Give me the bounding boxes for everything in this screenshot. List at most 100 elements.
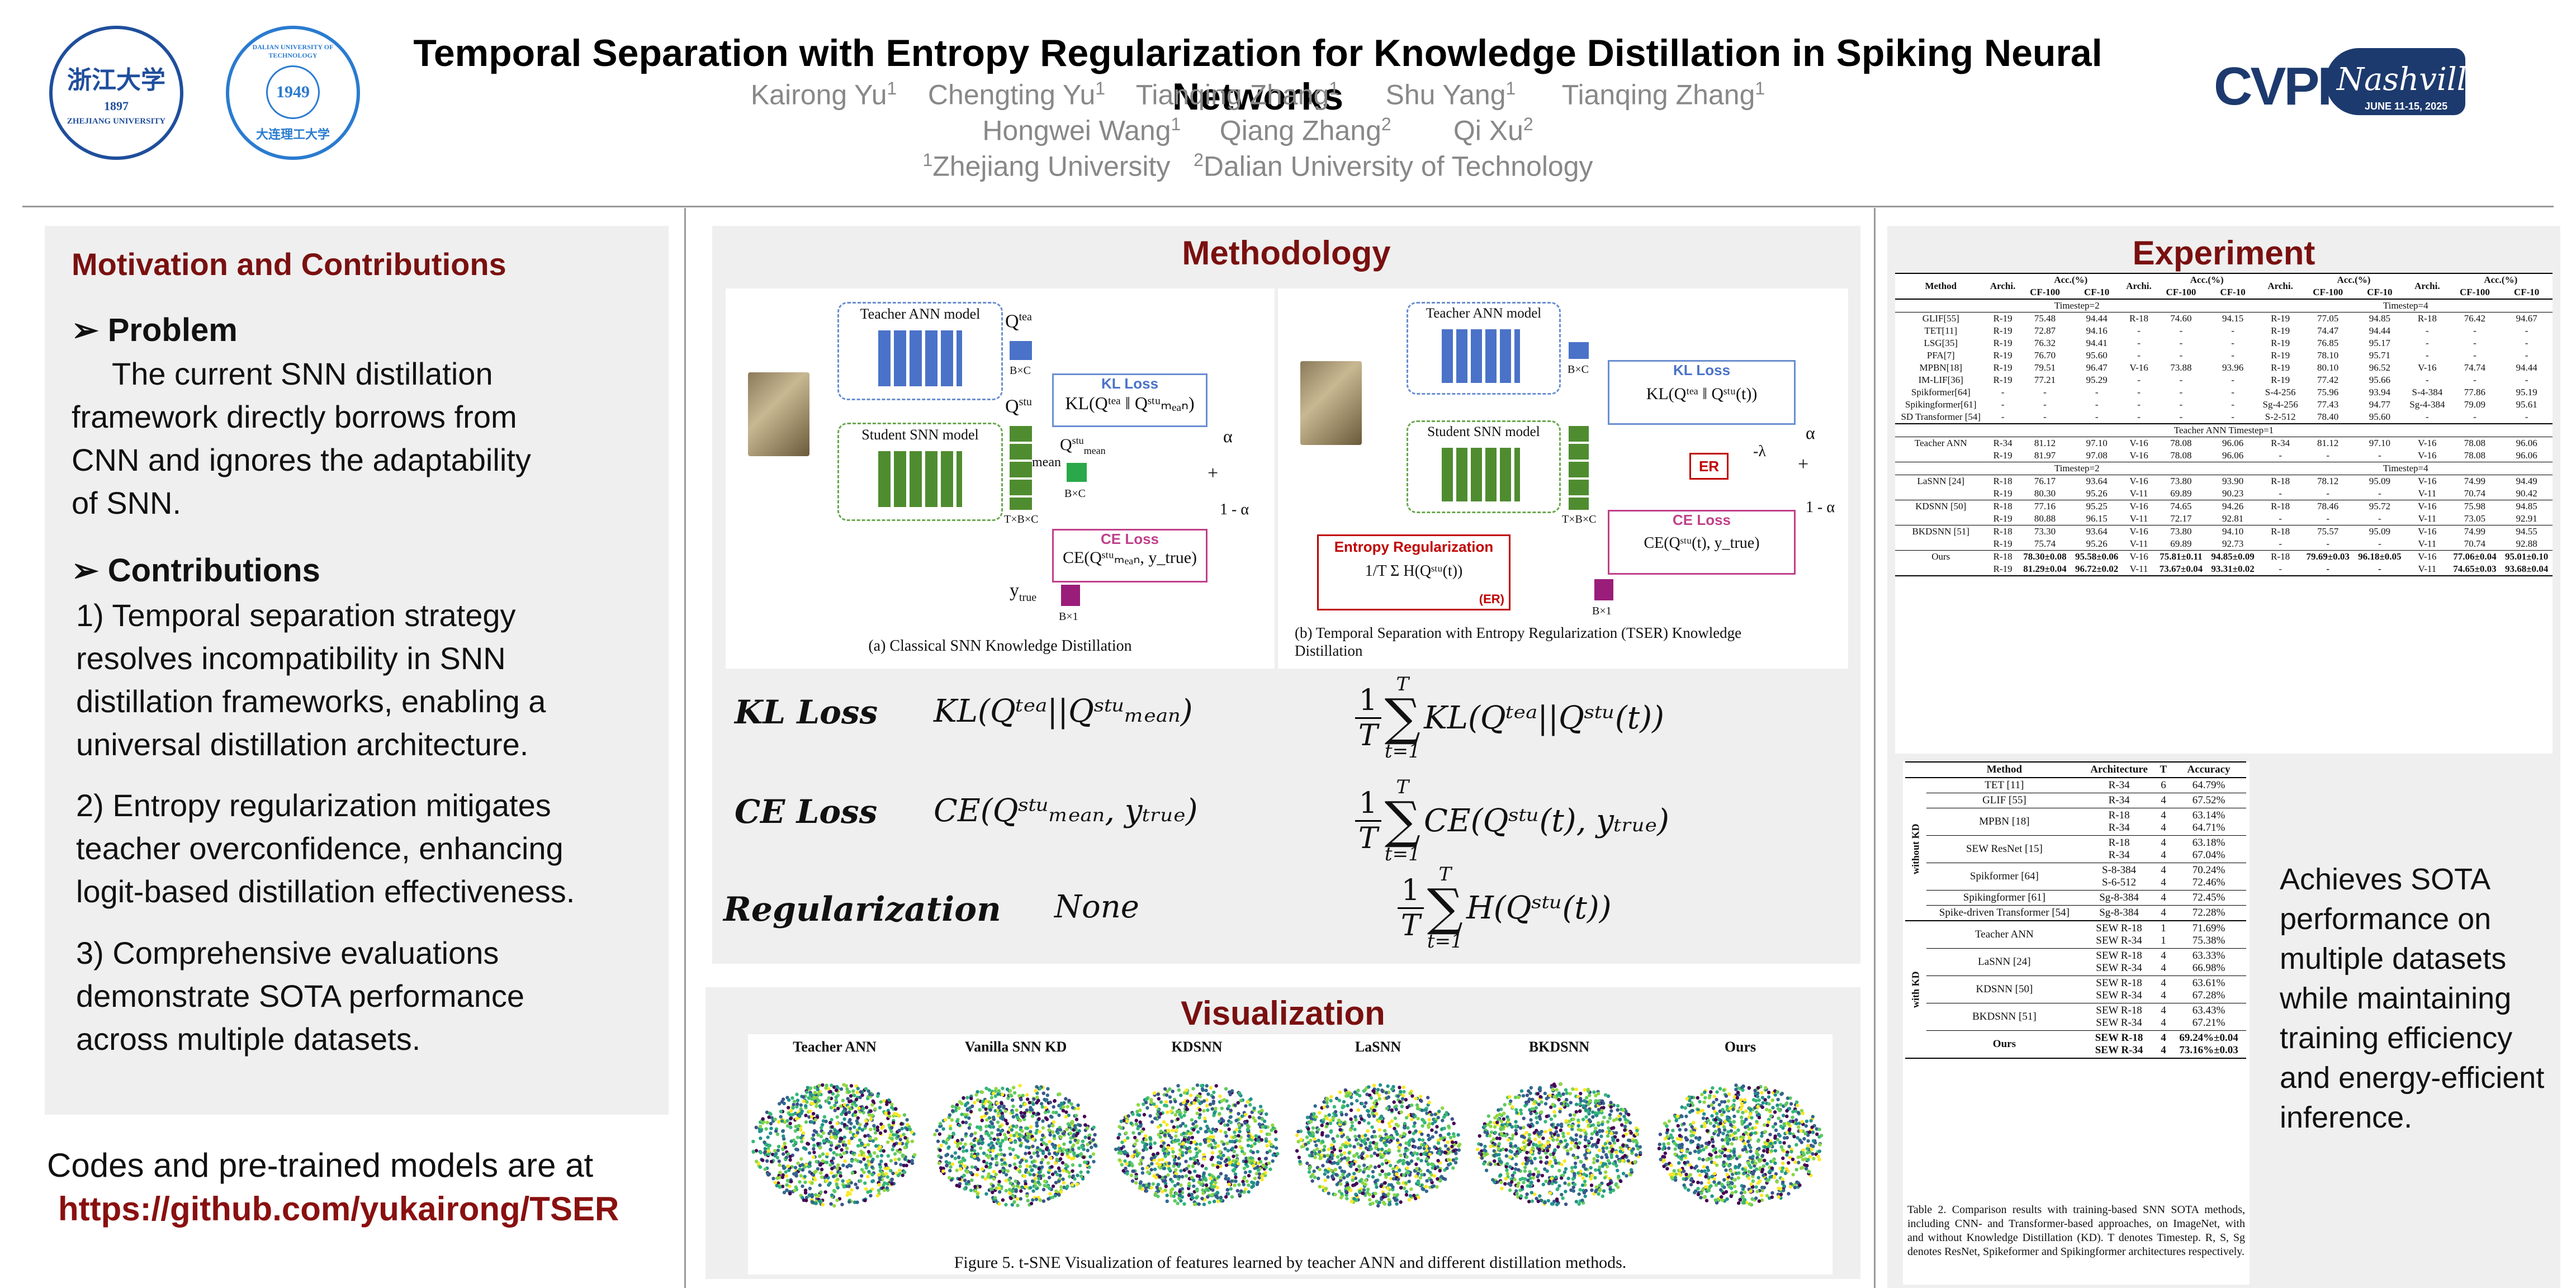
- tsne-point: [1026, 1132, 1030, 1136]
- tsne-point: [1527, 1133, 1532, 1137]
- tsne-point: [965, 1170, 969, 1174]
- tsne-point: [935, 1129, 939, 1133]
- tsne-point: [1147, 1182, 1151, 1186]
- tsne-point: [1009, 1133, 1013, 1138]
- tsne-point: [1402, 1186, 1407, 1190]
- tsne-point: [1710, 1160, 1714, 1164]
- tsne-point: [987, 1088, 991, 1092]
- tsne-point: [775, 1183, 779, 1188]
- tsne-point: [905, 1142, 908, 1146]
- tsne-point: [763, 1167, 767, 1171]
- tsne-point: [1549, 1131, 1553, 1135]
- tsne-point: [1375, 1142, 1379, 1145]
- tsne-point: [902, 1170, 907, 1174]
- tsne-point: [1054, 1181, 1058, 1185]
- tsne-point: [1346, 1104, 1349, 1107]
- tsne-point: [1741, 1187, 1745, 1191]
- tsne-point: [1155, 1162, 1159, 1166]
- tsne-point: [1421, 1138, 1425, 1142]
- tsne-point: [892, 1133, 896, 1137]
- tsne-point: [1582, 1128, 1586, 1132]
- tsne-point: [1031, 1102, 1035, 1106]
- tsne-point: [1034, 1088, 1038, 1093]
- tsne-point: [1631, 1139, 1636, 1143]
- tsne-point: [1407, 1113, 1411, 1117]
- tsne-point: [1317, 1176, 1320, 1181]
- tsne-point: [1347, 1151, 1351, 1155]
- tsne-point: [1141, 1156, 1145, 1160]
- tsne-scatter: [1475, 1082, 1642, 1206]
- tsne-point: [755, 1159, 759, 1163]
- tsne-point: [1184, 1174, 1188, 1178]
- tsne-point: [1275, 1146, 1278, 1150]
- tsne-point: [845, 1126, 849, 1130]
- tsne-point: [891, 1148, 894, 1152]
- ce-loss-title: CE Loss: [1100, 531, 1159, 547]
- tsne-point: [938, 1121, 943, 1126]
- tsne-point: [1329, 1146, 1334, 1150]
- tsne-point: [1321, 1185, 1325, 1189]
- tsne-point: [1740, 1101, 1744, 1106]
- tsne-point: [1729, 1129, 1733, 1133]
- tsne-point: [806, 1086, 809, 1090]
- tsne-point: [1134, 1119, 1138, 1123]
- tsne-point: [1237, 1123, 1241, 1127]
- tsne-point: [1564, 1088, 1568, 1092]
- tsne-point: [877, 1183, 881, 1187]
- tsne-point: [1016, 1115, 1020, 1120]
- tsne-point: [894, 1161, 898, 1166]
- tsne-point: [1381, 1090, 1385, 1093]
- tsne-point: [1573, 1144, 1577, 1148]
- tsne-point: [1419, 1099, 1423, 1103]
- tsne-point: [1227, 1104, 1231, 1108]
- tsne-point: [1011, 1098, 1015, 1102]
- tsne-point: [1149, 1098, 1153, 1102]
- tsne-point: [1608, 1116, 1612, 1120]
- tsne-point: [847, 1090, 851, 1094]
- author: Tianqing Zhang: [1135, 79, 1329, 111]
- tsne-point: [958, 1177, 962, 1181]
- tsne-point: [1247, 1173, 1251, 1178]
- tsne-point: [1181, 1153, 1185, 1157]
- tsne-point: [1205, 1124, 1209, 1129]
- tsne-point: [869, 1128, 873, 1131]
- tsne-point: [1325, 1097, 1329, 1101]
- tsne-point: [1497, 1153, 1501, 1157]
- tsne-point: [804, 1196, 809, 1200]
- tsne-point: [1351, 1178, 1355, 1182]
- tsne-point: [1796, 1136, 1800, 1140]
- tsne-point: [835, 1146, 839, 1150]
- tsne-point: [979, 1134, 983, 1139]
- tsne-point: [1203, 1119, 1208, 1123]
- tsne-point: [1404, 1149, 1408, 1153]
- tsne-point: [1797, 1161, 1801, 1164]
- tsne-point: [1441, 1119, 1445, 1123]
- tsne-point: [893, 1158, 897, 1162]
- tsne-point: [793, 1129, 797, 1133]
- tsne-point: [886, 1140, 890, 1144]
- tsne-point: [1729, 1194, 1733, 1198]
- tsne-point: [1505, 1168, 1509, 1172]
- tsne-point: [1670, 1172, 1675, 1176]
- tsne-point: [1062, 1142, 1066, 1146]
- tsne-point: [828, 1121, 832, 1125]
- tsne-point: [1555, 1197, 1559, 1201]
- tsne-point: [1597, 1107, 1601, 1112]
- tsne-point: [1044, 1155, 1048, 1159]
- tsne-point: [1358, 1168, 1362, 1172]
- tsne-point: [1598, 1171, 1602, 1175]
- tsne-point: [1378, 1083, 1382, 1087]
- one-minus-alpha-label: 1 - α: [1806, 499, 1835, 516]
- tsne-point: [1267, 1140, 1271, 1144]
- tsne-point: [1621, 1108, 1625, 1112]
- tsne-point: [1216, 1155, 1220, 1159]
- tsne-point: [1025, 1194, 1029, 1198]
- code-link[interactable]: https://github.com/yukairong/TSER: [58, 1190, 619, 1228]
- tsne-point: [1458, 1143, 1462, 1147]
- tsne-point: [1204, 1167, 1208, 1171]
- tsne-point: [1720, 1113, 1724, 1117]
- tsne-point: [899, 1163, 903, 1167]
- tsne-point: [1242, 1190, 1246, 1194]
- tsne-point: [1495, 1137, 1499, 1140]
- tsne-point: [817, 1194, 821, 1197]
